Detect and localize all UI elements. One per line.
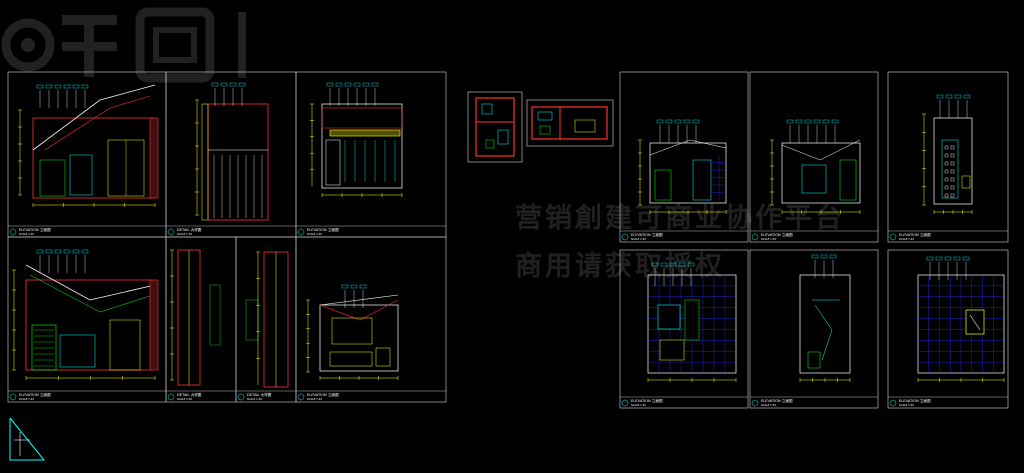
sheet-title: ELEVATION 立面图: [307, 227, 339, 232]
elevation-1: [18, 84, 159, 207]
elevation-7: [922, 94, 973, 214]
sheet-title: ELEVATION 立面图: [631, 398, 663, 403]
sheet-scale: SCALE 1:30: [19, 397, 34, 401]
sheet-scale: SCALE 1:30: [631, 403, 646, 407]
sheet-marker-icon: [9, 393, 17, 401]
sheet-title: ELEVATION 立面图: [631, 232, 663, 237]
ucs-icon: [9, 417, 46, 461]
sheet-scale: SCALE 1:30: [761, 403, 776, 407]
floor-plan-1[interactable]: [467, 91, 523, 163]
sheet-title: ELEVATION 立面图: [19, 227, 51, 232]
elevation-10: [917, 256, 1005, 382]
sheet-marker-icon: [9, 228, 17, 236]
detail-1: [195, 82, 269, 221]
sheet-title: ELEVATION 立面图: [899, 398, 931, 403]
sheet-marker-icon: [297, 393, 305, 401]
sheet-marker-icon: [751, 399, 759, 407]
detail-3: [245, 251, 289, 388]
elevation-4: [306, 284, 399, 380]
sheet-scale: SCALE 1:30: [19, 232, 34, 236]
elevation-3: [12, 249, 159, 380]
sheet-title: ELEVATION 立面图: [761, 232, 793, 237]
sheet-title: ELEVATION 立面图: [899, 232, 931, 237]
sheet-marker-icon: [889, 233, 897, 241]
sheet-scale: SCALE 1:30: [307, 397, 322, 401]
sheet-scale: SCALE 1:30: [247, 397, 262, 401]
sheet-title: ELEVATION 立面图: [307, 392, 339, 397]
sheet-title: ELEVATION 立面图: [761, 398, 793, 403]
sheet-title: DETAIL 大样图: [177, 392, 202, 397]
sheet-scale: SCALE 1:30: [631, 237, 646, 241]
sheet-title: DETAIL 大样图: [247, 392, 272, 397]
sheet-title: ELEVATION 立面图: [19, 392, 51, 397]
sheet-marker-icon: [237, 393, 245, 401]
elevation-8: [647, 262, 737, 382]
detail-2: [170, 249, 221, 386]
sheet-scale: SCALE 1:30: [177, 232, 192, 236]
sheet-marker-icon: [751, 233, 759, 241]
sheet-scale: SCALE 1:30: [307, 232, 322, 236]
elevation-9: [799, 254, 851, 382]
sheet-scale: SCALE 1:30: [899, 237, 914, 241]
elevation-5: [638, 119, 727, 214]
sheet-marker-icon: [621, 399, 629, 407]
sheet-marker-icon: [167, 228, 175, 236]
sheet-marker-icon: [297, 228, 305, 236]
sheet-marker-icon: [889, 399, 897, 407]
sheet-scale: SCALE 1:30: [177, 397, 192, 401]
sheet-scale: SCALE 1:30: [761, 237, 776, 241]
elevation-2: [310, 82, 403, 197]
floor-plan-2[interactable]: [526, 99, 614, 147]
sheet-title: DETAIL 大样图: [177, 227, 202, 232]
sheet-marker-icon: [167, 393, 175, 401]
sheet-scale: SCALE 1:30: [899, 403, 914, 407]
elevation-6: [770, 119, 861, 214]
sheet-marker-icon: [621, 233, 629, 241]
